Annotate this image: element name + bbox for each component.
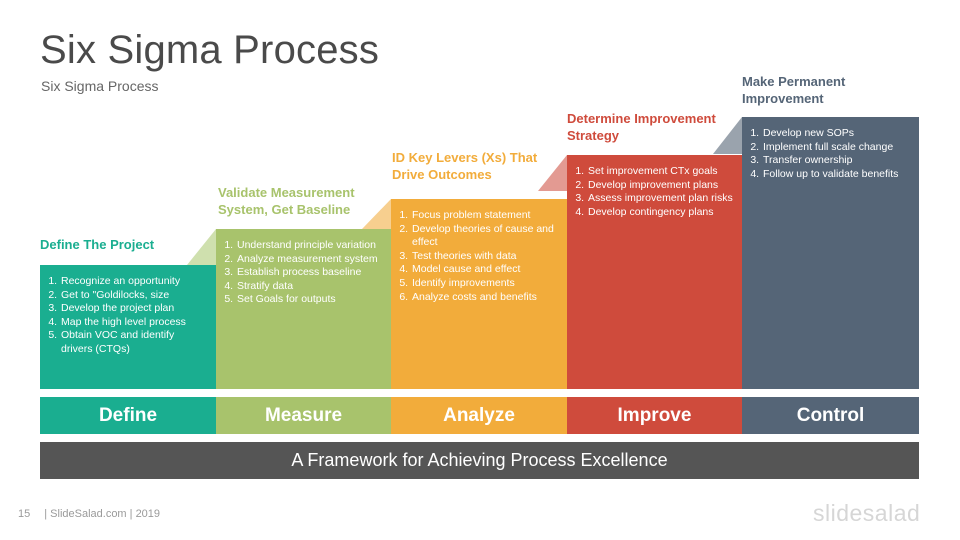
list-item: Follow up to validate benefits (762, 168, 911, 182)
connector-improve-control (713, 117, 742, 154)
footer: 15 | SlideSalad.com | 2019 (18, 508, 160, 520)
define-title: Define The Project (40, 237, 155, 252)
list-item: Recognize an opportunity (60, 275, 208, 289)
connector-analyze-improve (538, 155, 567, 191)
improve-title: Determine Improvement Strategy (567, 111, 716, 143)
list-item: Develop theories of cause and effect (411, 223, 559, 250)
analyze-title: ID Key Levers (Xs) That Drive Outcomes (392, 150, 538, 182)
framework-banner: A Framework for Achieving Process Excell… (40, 442, 919, 479)
list-item: Set improvement CTx goals (587, 165, 734, 179)
list-item: Stratify data (236, 280, 383, 294)
page-number: 15 (18, 508, 31, 520)
step-control (742, 117, 919, 389)
list-item: Model cause and effect (411, 263, 559, 277)
list-item: Obtain VOC and identify drivers (CTQs) (60, 329, 208, 356)
analyze-items: Focus problem statementDevelop theories … (391, 199, 567, 304)
control-items: Develop new SOPsImplement full scale cha… (742, 117, 919, 181)
list-item: Test theories with data (411, 250, 559, 264)
step-measure (216, 229, 391, 389)
connector-measure-analyze (362, 199, 391, 229)
step-analyze (391, 199, 567, 389)
list-item: Implement full scale change (762, 141, 911, 155)
list-item: Analyze measurement system (236, 253, 383, 267)
define-items: Recognize an opportunityGet to "Goldiloc… (40, 265, 216, 357)
list-item: Develop improvement plans (587, 179, 734, 193)
list-item: Understand principle variation (236, 239, 383, 253)
list-item: Map the high level process (60, 316, 208, 330)
improve-label: Improve (567, 397, 742, 434)
list-item: Develop new SOPs (762, 127, 911, 141)
improve-items: Set improvement CTx goalsDevelop improve… (567, 155, 742, 219)
list-item: Set Goals for outputs (236, 293, 383, 307)
brand-logo: slidesalad (813, 500, 921, 526)
connector-define-measure (187, 229, 216, 265)
list-item: Get to "Goldilocks, size (60, 289, 208, 303)
list-item: Identify improvements (411, 277, 559, 291)
list-item: Develop contingency plans (587, 206, 734, 220)
list-item: Develop the project plan (60, 302, 208, 316)
step-define (40, 265, 216, 389)
list-item: Transfer ownership (762, 154, 911, 168)
measure-label: Measure (216, 397, 391, 434)
step-improve (567, 155, 742, 389)
list-item: Establish process baseline (236, 266, 383, 280)
define-label: Define (40, 397, 216, 434)
measure-items: Understand principle variationAnalyze me… (216, 229, 391, 307)
measure-title: Validate Measurement System, Get Baselin… (218, 185, 355, 217)
list-item: Analyze costs and benefits (411, 291, 559, 305)
slide-title: Six Sigma Process (40, 28, 380, 72)
analyze-label: Analyze (391, 397, 567, 434)
slide-subtitle: Six Sigma Process (41, 78, 159, 94)
control-title: Make Permanent Improvement (742, 74, 846, 106)
list-item: Focus problem statement (411, 209, 559, 223)
footer-text: | SlideSalad.com | 2019 (44, 508, 161, 520)
control-label: Control (742, 397, 919, 434)
list-item: Assess improvement plan risks (587, 192, 734, 206)
